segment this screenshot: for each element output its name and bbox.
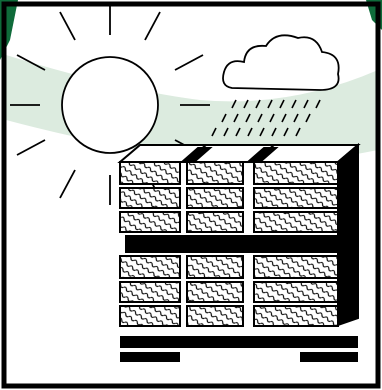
pallet-foot-right	[300, 352, 358, 362]
pallet-top-board	[120, 336, 358, 348]
lower-board-rows	[120, 256, 338, 326]
lumber-stack-icon	[120, 145, 358, 326]
pallet-foot-left	[120, 352, 180, 362]
upper-board-rows	[120, 162, 338, 232]
